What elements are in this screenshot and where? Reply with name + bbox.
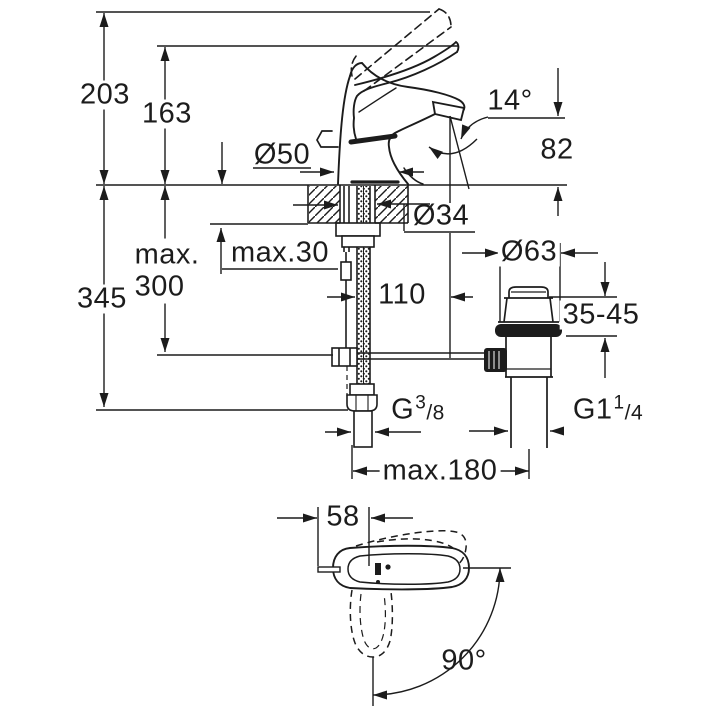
dim-projection-label: 110 <box>375 280 429 310</box>
mounting-flange <box>335 222 381 237</box>
supply-connector-nut <box>346 394 378 412</box>
waste-adjust-knob <box>484 348 507 372</box>
dim-hose-length-line1: max. <box>134 238 200 271</box>
supply-connector-tube <box>353 410 373 448</box>
dim-90deg-arc <box>372 567 505 700</box>
supply-thread-numerator: 3 <box>415 392 427 414</box>
top-view-spout-rotated <box>349 589 394 658</box>
faucet-side-view <box>316 8 466 185</box>
dim-total-height-label: 203 <box>77 80 133 110</box>
dimension-lines <box>96 11 617 706</box>
dim-hole-diameter-label: Ø34 <box>412 199 470 232</box>
popup-waste <box>484 286 562 448</box>
lever-raised-position-dashed <box>350 8 452 92</box>
dim-14deg-arc <box>428 138 478 159</box>
spout-underside <box>387 113 436 185</box>
mounting-nut <box>341 235 375 248</box>
faucet-top-view <box>317 530 470 658</box>
dim-hose-length-line2: 300 <box>134 271 185 303</box>
top-view-pull-rod <box>317 566 341 573</box>
top-view-handle <box>347 553 461 585</box>
hose-collar <box>349 383 375 396</box>
spout-aerator <box>431 100 466 122</box>
dim-hose-length-label: max. 300 <box>131 238 203 304</box>
dim-below-deck-label: 345 <box>74 284 130 314</box>
lever-handle-top <box>354 40 460 86</box>
supply-thread-denominator: /8 <box>426 401 445 425</box>
lever-handle-bottom <box>352 51 458 140</box>
top-view-outline <box>332 544 470 591</box>
body-top-and-spout <box>349 62 466 112</box>
dim-waste-range-label: 35-45 <box>559 300 643 330</box>
dim-outlet-height-label: 82 <box>537 135 577 165</box>
body-left-edge <box>337 75 351 185</box>
waste-flange-gasket <box>495 324 562 337</box>
waste-thread-prefix: G1 <box>572 393 613 426</box>
dim-spray-angle-label: 14° <box>487 84 533 117</box>
dim-spout-height-label: 163 <box>139 99 195 129</box>
dim-body-width-label: 58 <box>323 502 363 532</box>
dim-base-diameter-label: Ø50 <box>253 138 311 171</box>
pull-rod-knob <box>316 130 339 148</box>
waste-thread-label: G11/4 <box>570 392 646 426</box>
waste-thread-numerator: 1 <box>613 392 625 414</box>
supply-thread-label: G3/8 <box>388 392 448 426</box>
dim-center-distance-label: max.180 <box>379 456 501 486</box>
under-deck-assembly <box>331 186 488 448</box>
supply-thread-prefix: G <box>391 393 415 426</box>
dim-swivel-angle-label: 90° <box>441 644 487 677</box>
rod-coupler <box>331 347 358 367</box>
dim-waste-diameter-label: Ø63 <box>497 237 561 267</box>
top-view-swivel-dashed <box>349 530 467 658</box>
waste-thread-denominator: /4 <box>624 401 644 425</box>
dim-deck-thickness-label: max.30 <box>230 236 330 269</box>
